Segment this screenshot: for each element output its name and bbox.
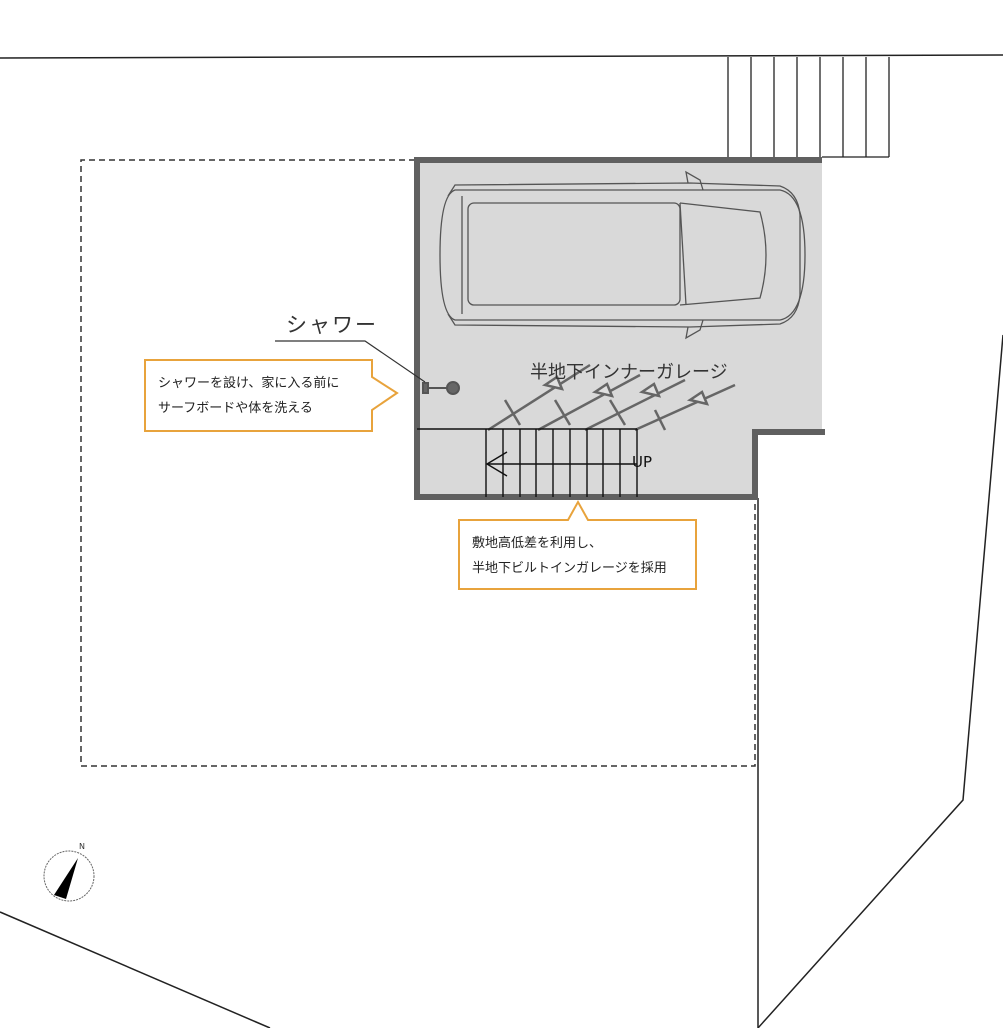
garage-callout-line2: 半地下ビルトインガレージを採用 — [472, 561, 667, 576]
shower-label: シャワー — [286, 313, 378, 337]
garage-stairs — [417, 428, 638, 497]
garage-callout-line1: 敷地高低差を利用し、 — [472, 536, 603, 551]
garage-label: 半地下インナーガレージ — [530, 362, 728, 383]
garage-callout-bubble — [458, 499, 697, 590]
garage-callout: 敷地高低差を利用し、 半地下ビルトインガレージを採用 — [472, 531, 667, 581]
stairs-up-label: UP — [632, 453, 653, 471]
garage-floor — [417, 160, 822, 497]
shower-callout-line2: サーフボードや体を洗える — [158, 401, 313, 416]
building-footprint-dashed — [80, 159, 756, 767]
shower-callout: シャワーを設け、家に入る前に サーフボードや体を洗える — [158, 371, 339, 421]
exterior-stairs — [727, 57, 890, 158]
north-label: N — [79, 842, 85, 851]
shower-leader-line — [275, 340, 426, 383]
bicycles — [487, 363, 736, 432]
car — [439, 170, 806, 340]
garage-wall — [414, 157, 825, 500]
site-boundary-right — [757, 334, 1003, 1028]
road-boundary-line — [0, 54, 1003, 59]
north-compass-icon — [43, 850, 95, 902]
shower-callout-bubble — [144, 359, 399, 432]
site-boundary-left — [0, 911, 271, 1028]
shower-fixture-icon — [422, 381, 460, 395]
shower-callout-line1: シャワーを設け、家に入る前に — [158, 376, 340, 391]
